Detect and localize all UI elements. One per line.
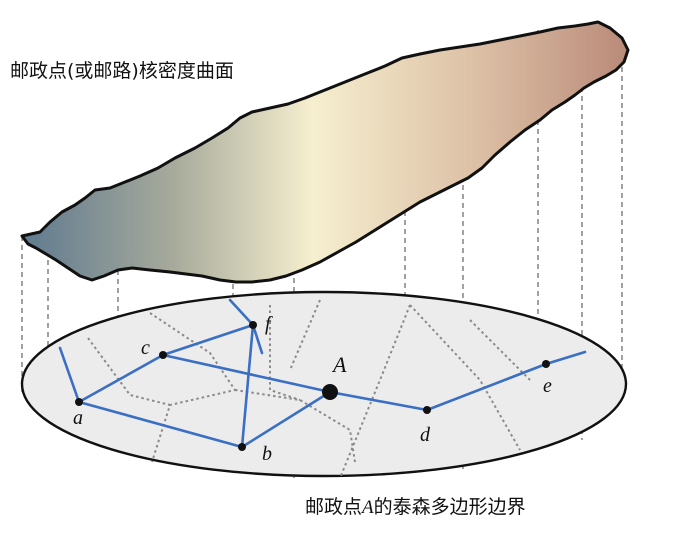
node-label-f: f xyxy=(265,313,273,335)
polygon-caption-prefix: 邮政点 xyxy=(305,496,362,518)
node-c xyxy=(159,351,167,359)
route-segment xyxy=(58,346,81,404)
voronoi-edge xyxy=(409,304,521,451)
route-network xyxy=(58,298,587,449)
node-e xyxy=(542,360,550,368)
polygon-caption-suffix: 的泰森多边形边界 xyxy=(374,496,526,518)
route-segment xyxy=(240,323,255,449)
voronoi-edge xyxy=(87,337,171,406)
polygon-caption-var: A xyxy=(360,497,374,518)
node-b xyxy=(238,443,246,451)
route-segment xyxy=(544,350,587,366)
voronoi-edge xyxy=(234,389,356,463)
ground-ellipse xyxy=(20,290,628,478)
voronoi-boundaries xyxy=(87,299,531,479)
route-segment xyxy=(161,323,255,357)
polygon-caption: 邮政点A的泰森多边形边界 xyxy=(305,496,526,518)
node-label-a: a xyxy=(73,407,83,429)
voronoi-edge xyxy=(289,299,321,371)
route-segment xyxy=(77,353,165,404)
post-nodes xyxy=(75,321,550,451)
surface-caption: 邮政点(或邮路)核密度曲面 xyxy=(10,60,234,82)
route-segment xyxy=(228,298,255,327)
node-label-d: d xyxy=(420,424,431,446)
node-d xyxy=(423,406,431,414)
kernel-density-surface xyxy=(20,20,630,284)
node-label-b: b xyxy=(262,443,272,465)
node-A xyxy=(322,384,338,400)
node-label-e: e xyxy=(543,375,552,397)
node-f xyxy=(249,321,257,329)
route-segment xyxy=(251,323,264,355)
node-label-A: A xyxy=(331,352,347,377)
route-segment xyxy=(425,362,548,412)
route-segment xyxy=(328,390,429,412)
route-segment xyxy=(240,390,332,449)
voronoi-edge xyxy=(269,305,301,401)
route-segment xyxy=(161,353,332,394)
node-label-c: c xyxy=(141,337,150,359)
node-a xyxy=(75,398,83,406)
route-segment xyxy=(77,400,244,449)
